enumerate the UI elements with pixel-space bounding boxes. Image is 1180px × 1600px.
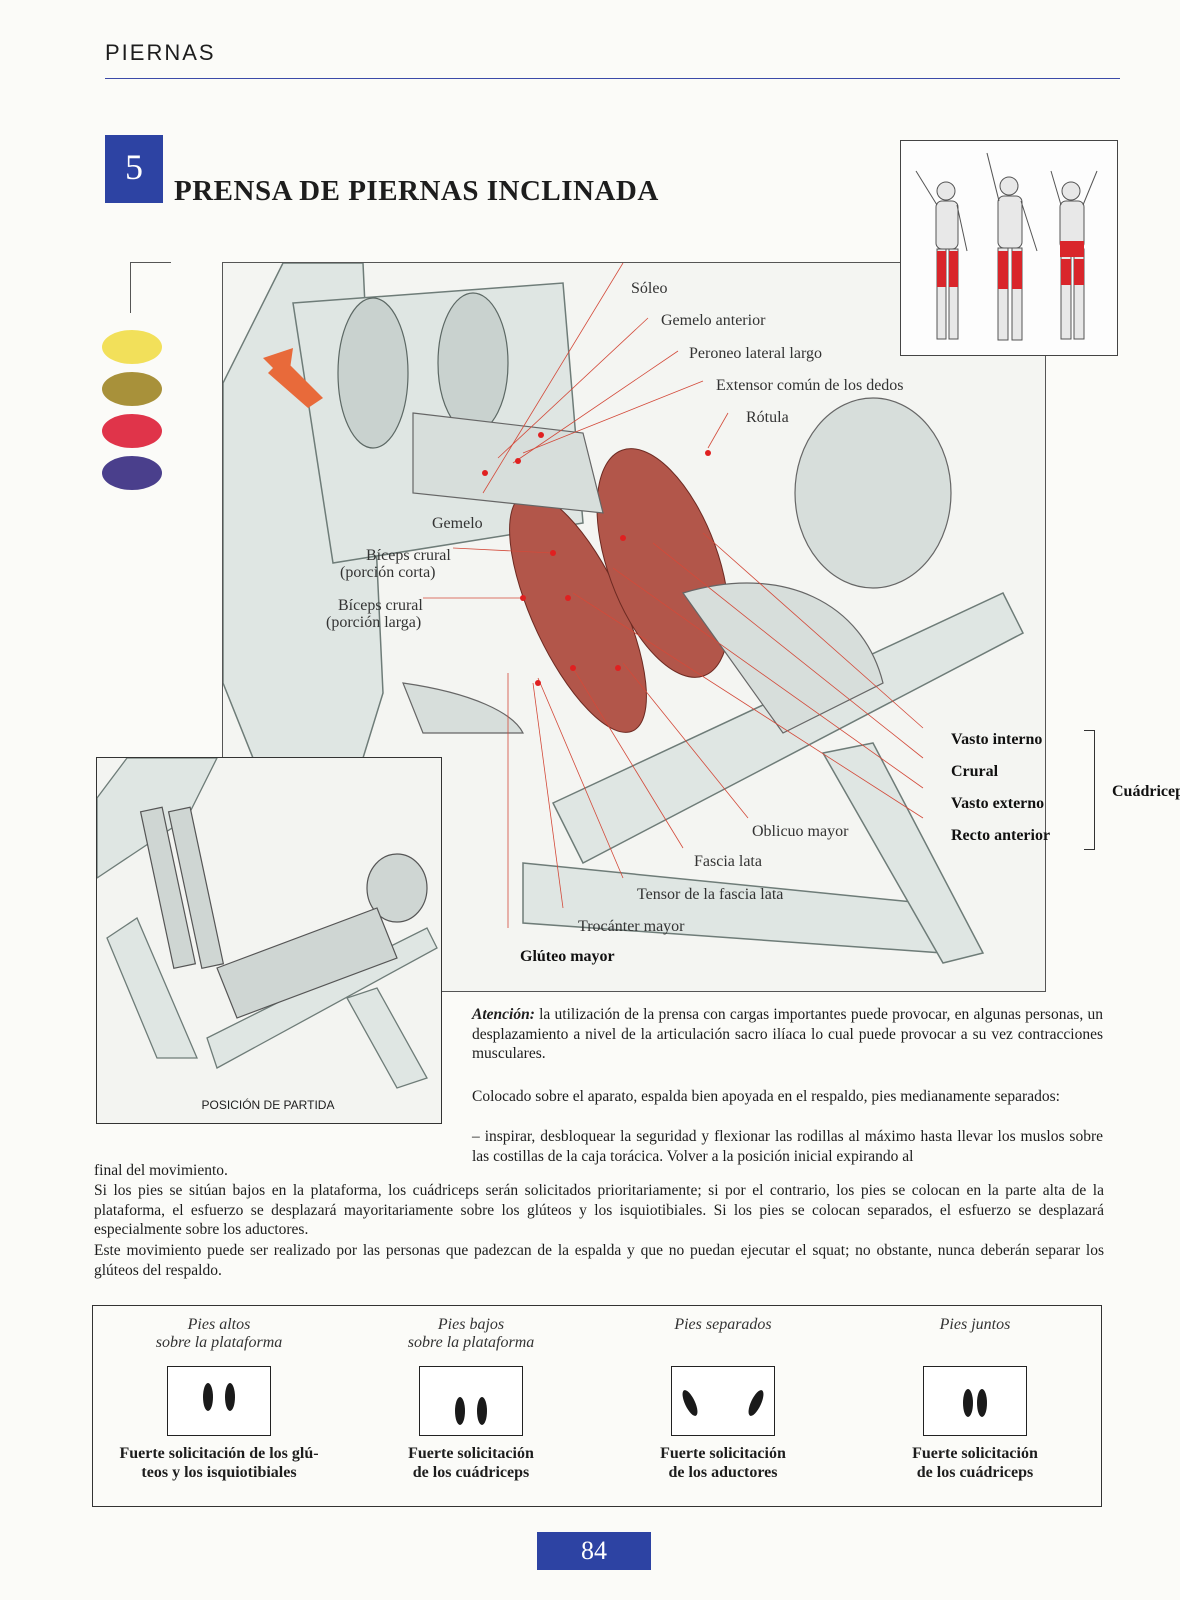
label-fascia-lata: Fascia lata (694, 853, 762, 870)
label-trocanter: Trocánter mayor (578, 918, 685, 935)
foot-title-line1: Pies separados (674, 1316, 772, 1333)
foot-desc-line2: de los cuádriceps (916, 1464, 1034, 1481)
label-gemelo-anterior: Gemelo anterior (661, 312, 766, 329)
start-position-inset (96, 757, 442, 1124)
foot-position-wide: Pies separados Fuerte solicitación de los… (597, 1306, 849, 1506)
foot-title-line1: Pies altos (187, 1316, 251, 1333)
page-number: 84 (537, 1532, 651, 1570)
foot-desc-line2: de los cuádriceps (412, 1464, 530, 1481)
start-position-caption: POSICIÓN DE PARTIDA (201, 1098, 335, 1112)
paragraph-3: final del movimiento. (94, 1162, 228, 1179)
label-cuadriceps: Cuádriceps (1112, 783, 1180, 800)
footprints-icon (203, 1383, 235, 1411)
attention-note: Atención: la utilización de la prensa co… (472, 1005, 1103, 1064)
foot-position-together: Pies juntos Fuerte solicitación de los cu… (849, 1306, 1101, 1506)
footprints-icon (455, 1397, 487, 1425)
foot-desc-line1: Fuerte solicitación (660, 1445, 786, 1462)
label-biceps-corta-1: Bíceps crural (366, 547, 451, 564)
foot-title-line1: Pies juntos (939, 1316, 1011, 1333)
paragraph-5: Este movimiento puede ser realizado por … (94, 1242, 1104, 1279)
label-peroneo: Peroneo lateral largo (689, 345, 822, 362)
start-position-drawing (96, 757, 438, 1089)
cuadriceps-bracket (1084, 730, 1095, 850)
swatch-bracket (130, 262, 171, 313)
footprints-icon (682, 1390, 764, 1416)
footprint-box (671, 1366, 775, 1436)
label-gemelo: Gemelo (432, 515, 483, 532)
paragraph-2: – inspirar, desbloquear la seguridad y f… (472, 1128, 1103, 1165)
label-tensor: Tensor de la fascia lata (637, 886, 784, 903)
foot-desc-line1: Fuerte solicitación de los glú- (119, 1445, 319, 1462)
swatch-red (102, 414, 162, 448)
attention-label: Atención: (472, 1006, 535, 1023)
leg-press-drawing (222, 262, 1025, 964)
body-map-inset (900, 140, 1118, 356)
label-vasto-externo: Vasto externo (951, 795, 1045, 812)
label-rotula: Rótula (746, 409, 789, 426)
attention-body: la utilización de la prensa con cargas i… (472, 1006, 1103, 1062)
foot-desc-line1: Fuerte solicitación (408, 1445, 534, 1462)
foot-title-line2: sobre la plataforma (407, 1334, 535, 1351)
label-biceps-corta-2: (porción corta) (340, 564, 436, 581)
label-oblicuo: Oblicuo mayor (752, 823, 849, 840)
foot-title-line2: sobre la plataforma (155, 1334, 283, 1351)
swatch-purple (102, 456, 162, 490)
label-gluteo: Glúteo mayor (520, 948, 615, 965)
exercise-title: PRENSA DE PIERNAS INCLINADA (174, 175, 659, 207)
foot-title-line1: Pies bajos (437, 1316, 505, 1333)
label-extensor: Extensor común de los dedos (716, 377, 904, 394)
footprint-box (923, 1366, 1027, 1436)
label-vasto-interno: Vasto interno (951, 731, 1043, 748)
header-rule (105, 78, 1120, 79)
footprint-box (419, 1366, 523, 1436)
label-recto-anterior: Recto anterior (951, 827, 1051, 844)
paragraph-4: Si los pies se sitúan bajos en la plataf… (94, 1182, 1104, 1238)
foot-desc-line2: de los aductores (668, 1464, 778, 1481)
label-soleo: Sóleo (631, 280, 668, 297)
section-label: PIERNAS (105, 40, 216, 65)
main-illustration (222, 262, 1046, 992)
muscle-map-figures (915, 152, 1098, 341)
label-biceps-larga-1: Bíceps crural (338, 597, 423, 614)
footprints-icon (963, 1389, 987, 1417)
exercise-number: 5 (105, 135, 163, 203)
foot-desc-line1: Fuerte solicitación (912, 1445, 1038, 1462)
paragraph-1: Colocado sobre el aparato, espalda bien … (472, 1088, 1060, 1105)
label-biceps-larga-2: (porción larga) (326, 614, 422, 631)
label-crural: Crural (951, 763, 999, 780)
foot-desc-line2: teos y los isquiotibiales (141, 1464, 297, 1481)
swatch-yellow (102, 330, 162, 364)
swatch-olive (102, 372, 162, 406)
footprint-box (167, 1366, 271, 1436)
